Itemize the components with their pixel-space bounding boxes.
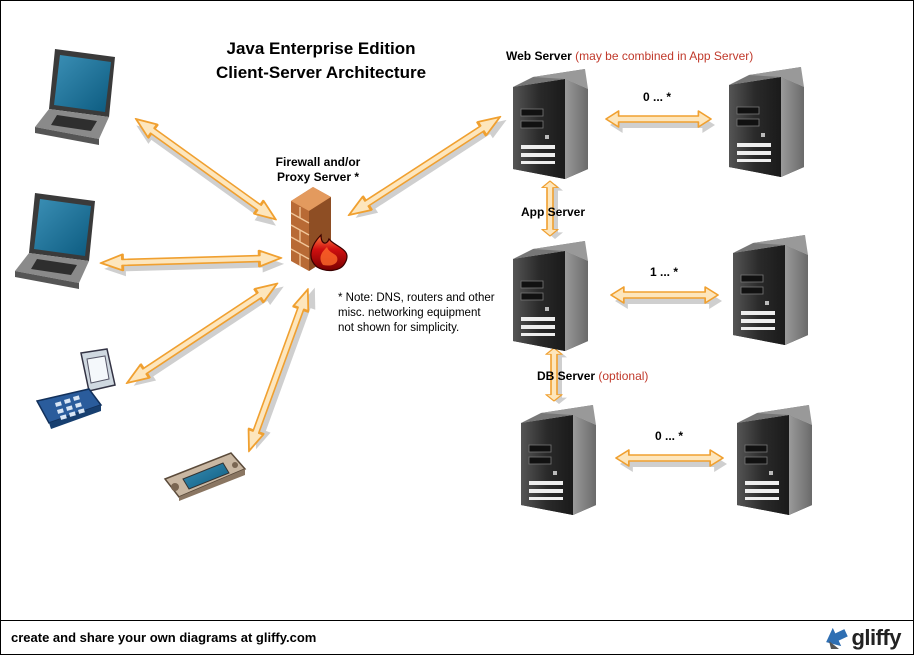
gliffy-logo-text: gliffy: [851, 625, 901, 650]
app-server-label: App Server: [521, 205, 585, 219]
db-multiplicity: 0 ... *: [655, 429, 684, 443]
firewall-icon: [290, 187, 348, 272]
title-line-1: Java Enterprise Edition: [226, 39, 416, 58]
web-server-primary: [512, 68, 589, 180]
web-server-label: Web Server (may be combined in App Serve…: [506, 49, 753, 63]
laptop-icon: [35, 49, 115, 145]
gliffy-logo-icon: [826, 627, 849, 649]
db-server-label: DB Server (optional): [537, 369, 648, 383]
firewall-label: Firewall and/or Proxy Server *: [263, 155, 373, 185]
app-server-primary: [512, 240, 589, 352]
note-line-1: * Note: DNS, routers and other: [338, 292, 495, 304]
footer-promo-link[interactable]: create and share your own diagrams at gl…: [11, 630, 317, 645]
footer-bar: create and share your own diagrams at gl…: [1, 620, 913, 654]
web-server-name: Web Server: [506, 49, 572, 63]
note-line-3: not shown for simplicity.: [338, 322, 460, 334]
firewall-label-line-2: Proxy Server *: [276, 170, 360, 184]
flip-phone-icon: [35, 348, 116, 429]
diagram-title: Java Enterprise Edition Client-Server Ar…: [191, 37, 451, 85]
db-server-secondary: [736, 404, 813, 516]
handheld-device-icon: [163, 452, 247, 501]
app-multiplicity: 1 ... *: [650, 265, 679, 279]
gliffy-logo[interactable]: gliffy: [823, 625, 901, 651]
laptop-icon: [15, 193, 95, 289]
cluster-arrows: [605, 110, 727, 472]
firewall-label-line-1: Firewall and/or: [275, 155, 361, 169]
networking-note: * Note: DNS, routers and other misc. net…: [338, 291, 518, 336]
note-line-2: misc. networking equipment: [338, 307, 481, 319]
title-line-2: Client-Server Architecture: [215, 63, 427, 82]
web-server-qualifier: (may be combined in App Server): [575, 49, 754, 63]
db-server-qualifier: (optional): [598, 369, 649, 383]
web-multiplicity: 0 ... *: [643, 90, 672, 104]
app-server-secondary: [732, 234, 809, 346]
db-server-name: DB Server: [537, 369, 596, 383]
db-server-primary: [520, 404, 597, 516]
app-server-name: App Server: [521, 205, 586, 219]
web-server-secondary: [728, 66, 805, 178]
